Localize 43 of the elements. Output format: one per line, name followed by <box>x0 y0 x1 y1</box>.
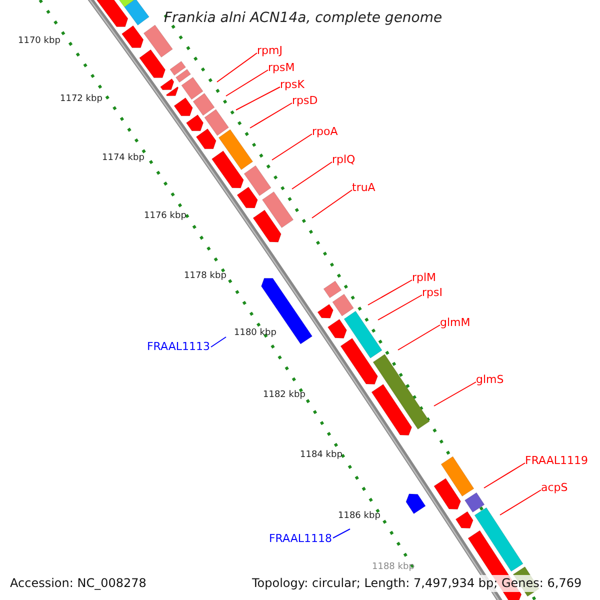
gene-label: rpsM <box>268 61 295 74</box>
gene-label: rpsI <box>422 286 442 299</box>
leader-line <box>332 528 350 538</box>
map-title: Frankia alni ACN14a, complete genome <box>164 9 442 27</box>
gene-label: rpsK <box>280 78 304 91</box>
leader-line <box>500 490 542 516</box>
gene-label: rplQ <box>332 153 356 166</box>
gene-label: rpmJ <box>257 44 282 57</box>
gene-label: acpS <box>541 481 568 494</box>
axis-tick-label: 1170 kbp <box>18 35 60 48</box>
axis-tick-label: 1178 kbp <box>184 270 226 283</box>
gene-label: FRAAL1118 <box>268 532 332 545</box>
axis-tick-label: 1186 kbp <box>338 510 380 523</box>
leader-line <box>434 382 476 406</box>
axis-tick-label: 1174 kbp <box>102 152 144 165</box>
axis-tick-label: 1182 kbp <box>263 389 306 402</box>
gene-label: glmM <box>440 316 470 329</box>
gene-label: FRAAL1119 <box>525 454 588 467</box>
leader-line <box>226 70 268 96</box>
leader-line <box>484 462 526 488</box>
leader-line <box>398 324 440 350</box>
axis-tick-label: 1172 kbp <box>60 93 102 106</box>
axis-tick-label: 1180 kbp <box>234 327 276 340</box>
gene-label: glmS <box>476 373 504 386</box>
leader-line <box>292 162 332 190</box>
axis-tick-label: 1184 kbp <box>300 449 342 462</box>
footer-text: Accession: NC_008278 <box>8 575 148 592</box>
gene-label: rpoA <box>312 125 338 138</box>
leader-line <box>250 102 292 128</box>
gene-label: rplM <box>412 271 436 284</box>
footer-text: Topology: circular; Length: 7,497,934 bp; Genes: 6,769 <box>250 575 584 592</box>
axis-tick-label: 1188 kbp <box>372 561 414 574</box>
leader-line <box>210 336 226 348</box>
axis-tick-label: 1176 kbp <box>144 210 186 223</box>
leader-line <box>236 86 280 110</box>
leader-line <box>216 52 258 82</box>
gene-label: rpsD <box>292 94 318 107</box>
leader-line <box>272 134 312 160</box>
leader-line <box>378 294 422 320</box>
gene-label: truA <box>352 181 376 194</box>
leader-line <box>368 280 412 306</box>
leader-line <box>312 190 352 218</box>
gene-label: FRAAL1113 <box>146 340 210 353</box>
